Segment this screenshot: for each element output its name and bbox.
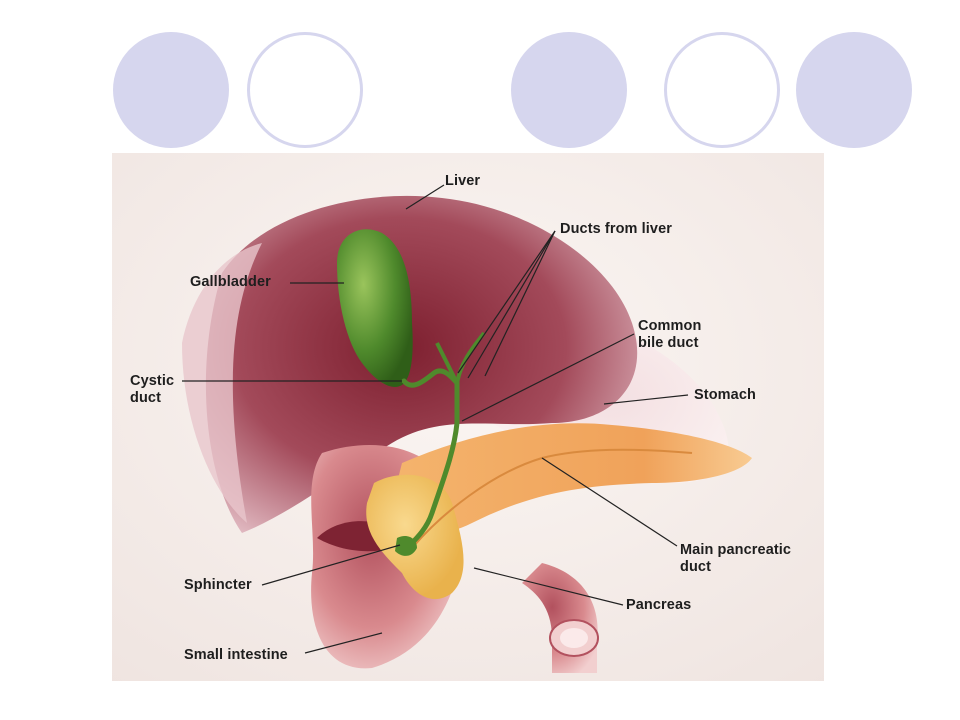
label-common-bile-duct: Common bile duct: [638, 318, 701, 352]
label-sphincter: Sphincter: [184, 577, 252, 593]
label-cystic-duct-line1: Cystic: [130, 373, 175, 389]
label-small-intestine: Small intestine: [184, 647, 288, 663]
anatomy-illustration: Liver Ducts from liver Gallbladder Commo…: [112, 153, 824, 681]
decorative-circle-3: [511, 32, 627, 148]
liver-shape: [205, 195, 638, 533]
label-cystic-duct: Cystic duct: [130, 373, 174, 407]
label-pancreas: Pancreas: [626, 597, 692, 613]
bile-ducts: [401, 368, 460, 548]
label-gallbladder: Gallbladder: [190, 274, 271, 290]
decorative-circle-1: [113, 32, 229, 148]
label-common-bile-duct-line2: bile duct: [638, 335, 699, 351]
label-stomach: Stomach: [694, 387, 756, 403]
decorative-circle-2: [247, 32, 363, 148]
decorative-circle-4: [664, 32, 780, 148]
gallbladder-shape: [337, 229, 413, 387]
anatomy-drawing: [112, 153, 824, 681]
label-liver: Liver: [445, 173, 481, 189]
label-cystic-duct-line2: duct: [130, 390, 162, 406]
label-common-bile-duct-line1: Common: [638, 318, 702, 334]
liver-lobe-shading: [182, 243, 262, 523]
label-main-pancreatic-duct-line2: duct: [680, 559, 712, 575]
label-main-pancreatic-duct: Main pancreatic duct: [680, 542, 791, 576]
decorative-circle-5: [796, 32, 912, 148]
leader-lines: [182, 184, 689, 654]
sphincter-shape: [395, 536, 417, 556]
label-main-pancreatic-duct-line1: Main pancreatic: [680, 542, 792, 558]
label-ducts-from-liver: Ducts from liver: [560, 221, 672, 237]
